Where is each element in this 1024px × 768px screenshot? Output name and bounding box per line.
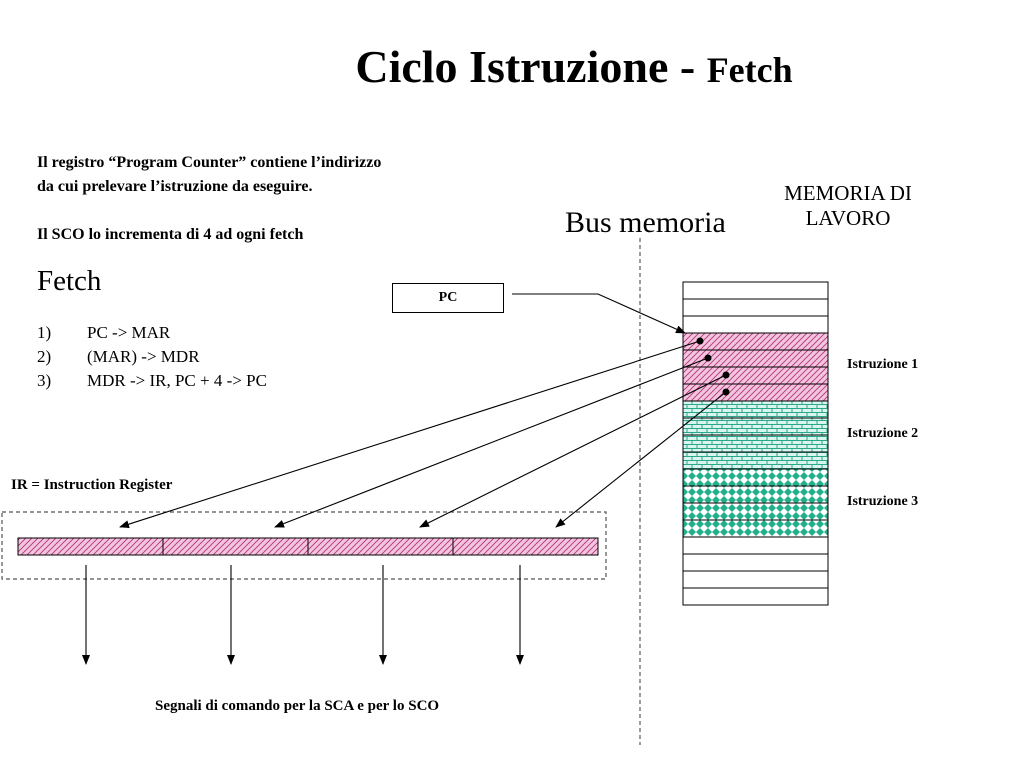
- byte-transfer-arrow: [119, 340, 701, 529]
- instruction-register: [17, 537, 599, 556]
- pc-label: PC: [438, 290, 458, 305]
- memory-cell: [682, 485, 829, 504]
- instruction-1-label: Istruzione 1: [847, 357, 919, 372]
- memory-cell: [682, 434, 829, 453]
- byte-source-dot: [704, 354, 712, 362]
- byte-source-dot: [722, 371, 730, 379]
- byte-source-dot: [722, 388, 730, 396]
- ir-label: IR = Instruction Register: [11, 477, 173, 493]
- memory-cell: [682, 587, 829, 606]
- fetch-step: 2)(MAR) -> MDR: [37, 347, 200, 366]
- instruction-3-label: Istruzione 3: [847, 494, 919, 509]
- memory-cell: [682, 281, 829, 300]
- byte-transfer-arrows: [119, 337, 730, 529]
- byte-transfer-arrow: [555, 391, 727, 528]
- memory-block: [682, 281, 829, 606]
- bus-label: Bus memoria: [565, 206, 726, 239]
- memory-cell: [682, 451, 829, 470]
- ir-dashed-frame: [1, 511, 607, 580]
- memory-label: MEMORIA DI LAVORO: [784, 181, 912, 230]
- memory-cell: [682, 417, 829, 436]
- instruction-2-label: Istruzione 2: [847, 426, 919, 441]
- ir-segment: [452, 537, 599, 556]
- memory-cell: [682, 519, 829, 538]
- memory-cell: [682, 298, 829, 317]
- pc-description: Il registro “Program Counter” contiene l…: [37, 154, 382, 195]
- memory-cell: [682, 536, 829, 555]
- page-title: Ciclo Istruzione - Fetch: [355, 41, 793, 92]
- ir-segment: [17, 537, 164, 556]
- byte-transfer-arrow: [274, 357, 709, 528]
- memory-cell: [682, 468, 829, 487]
- memory-cell: [682, 332, 829, 351]
- signals-label: Segnali di comando per la SCA e per lo S…: [155, 698, 440, 714]
- sco-note: Il SCO lo incrementa di 4 ad ogni fetch: [37, 226, 304, 243]
- fetch-heading: Fetch: [37, 265, 102, 297]
- memory-cell: [682, 502, 829, 521]
- memory-cell: [682, 383, 829, 402]
- pc-register-box: PC: [392, 283, 504, 313]
- control-signal-arrows: [82, 565, 524, 665]
- fetch-step: 3)MDR -> IR, PC + 4 -> PC: [37, 371, 267, 390]
- fetch-step: 1)PC -> MAR: [37, 323, 171, 342]
- pc-pointer-arrow: [512, 293, 686, 334]
- byte-transfer-arrow: [419, 374, 727, 528]
- ir-segment: [307, 537, 454, 556]
- ir-segment: [162, 537, 309, 556]
- memory-cell: [682, 315, 829, 334]
- memory-cell: [682, 366, 829, 385]
- memory-cell: [682, 553, 829, 572]
- byte-source-dot: [696, 337, 704, 345]
- memory-cell: [682, 570, 829, 589]
